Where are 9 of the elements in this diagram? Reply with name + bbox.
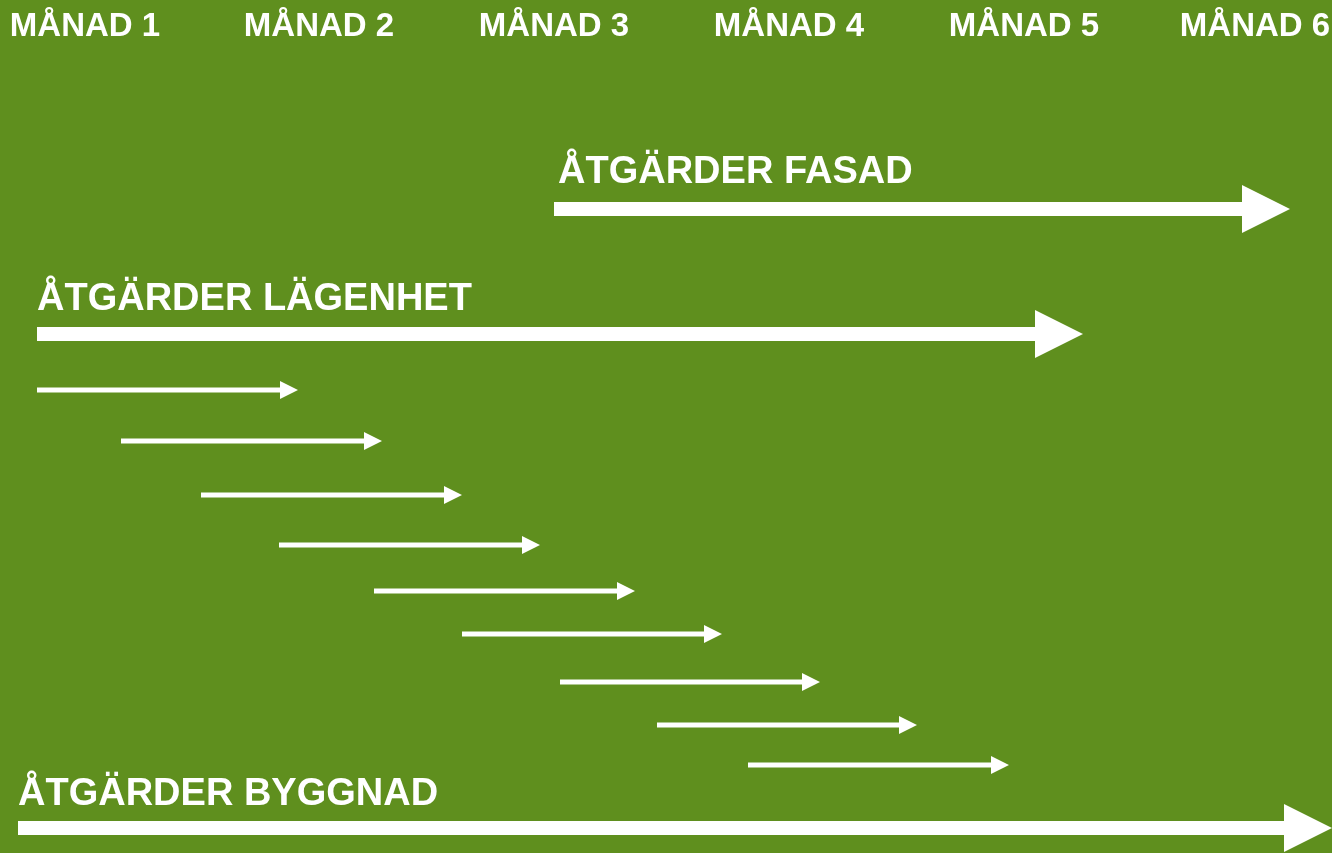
phase-label: ÅTGÄRDER BYGGNAD	[18, 770, 439, 814]
month-heading: MÅNAD 2	[242, 5, 396, 45]
month-heading: MÅNAD 6	[1178, 5, 1332, 45]
month-heading: MÅNAD 5	[947, 5, 1101, 45]
month-heading: MÅNAD 3	[477, 5, 631, 45]
phase-label: ÅTGÄRDER LÄGENHET	[37, 275, 472, 319]
phase-label: ÅTGÄRDER FASAD	[558, 148, 913, 192]
month-heading: MÅNAD 1	[8, 5, 162, 45]
month-heading: MÅNAD 4	[712, 5, 866, 45]
